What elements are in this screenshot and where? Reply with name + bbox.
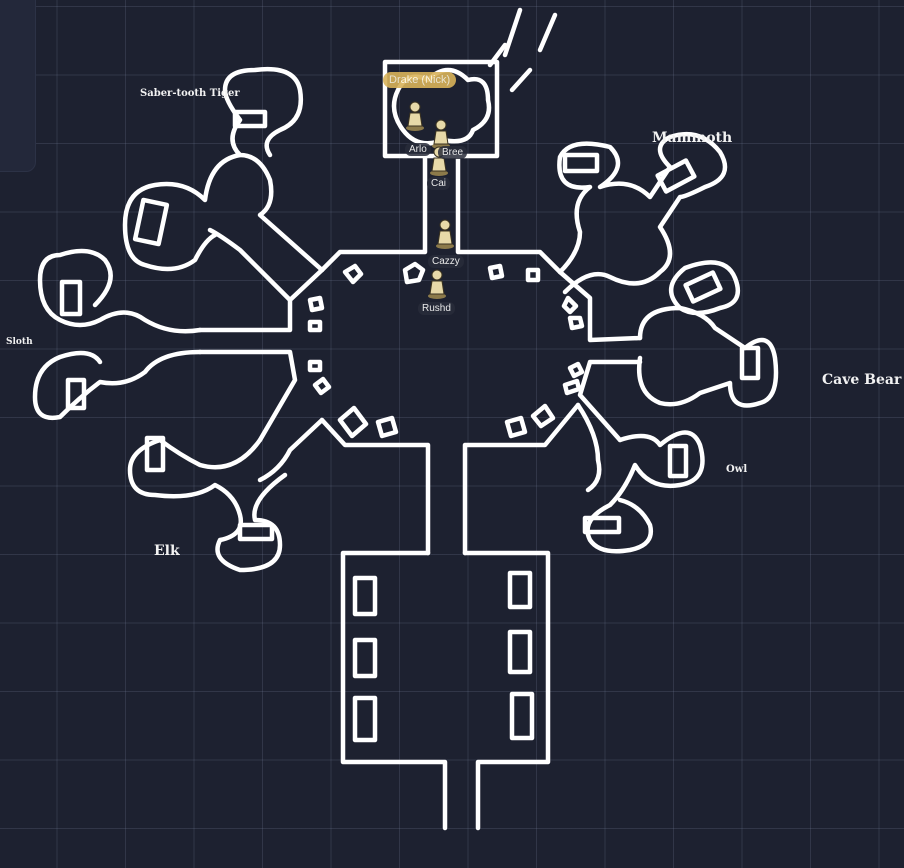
pillar bbox=[561, 295, 579, 315]
hall-wall-nw bbox=[197, 267, 325, 333]
pillar bbox=[337, 405, 369, 439]
tiger-alcove bbox=[232, 109, 268, 129]
room-label-owl: Owl bbox=[726, 464, 748, 475]
lower-alcove bbox=[352, 575, 378, 617]
side-panel[interactable] bbox=[0, 0, 36, 172]
player-token-cazzy[interactable] bbox=[434, 218, 456, 250]
lower-alcove bbox=[507, 570, 533, 610]
pillar bbox=[402, 261, 426, 285]
hall-wall-w bbox=[197, 349, 298, 443]
tiger-cave-wall-2 bbox=[122, 152, 243, 272]
tiger-cave-passage bbox=[207, 227, 293, 303]
sloth-alcove bbox=[59, 279, 83, 317]
token-label-arlo: Arlo bbox=[405, 143, 431, 156]
corridor-right-wall bbox=[455, 155, 563, 275]
bear-alcove bbox=[739, 345, 761, 381]
room-label-elk: Elk bbox=[154, 543, 180, 559]
mammoth-alcove bbox=[562, 152, 600, 174]
owl-cave-wall bbox=[585, 430, 705, 554]
mammoth-cave-wall bbox=[557, 131, 728, 295]
entry-dash-2 bbox=[487, 42, 508, 68]
bear-alcove bbox=[683, 270, 723, 304]
player-token-rushd[interactable] bbox=[426, 268, 448, 300]
entry-dash-1 bbox=[502, 7, 523, 58]
pillar bbox=[487, 263, 505, 281]
bear-cave-wall bbox=[636, 305, 779, 408]
corridor-left-wall bbox=[319, 155, 428, 273]
pillar bbox=[342, 263, 364, 285]
pillar bbox=[530, 403, 556, 429]
pillar bbox=[307, 319, 323, 333]
lower-alcove bbox=[507, 629, 533, 675]
owl-alcove bbox=[667, 443, 689, 479]
lower-building-right bbox=[462, 550, 551, 831]
owl-alcove bbox=[582, 515, 622, 535]
tiger-cave-wall bbox=[222, 66, 325, 273]
lower-alcove bbox=[509, 691, 535, 741]
sloth-alcove bbox=[65, 377, 87, 411]
token-label-bree: Bree bbox=[438, 146, 468, 159]
elk-alcove bbox=[144, 435, 166, 473]
owl-cave-passage bbox=[575, 402, 602, 493]
entry-dash-4 bbox=[509, 67, 533, 93]
lower-alcove bbox=[352, 695, 378, 743]
room-label-sloth: Sloth bbox=[6, 337, 33, 347]
elk-cave-passage bbox=[257, 417, 325, 483]
pillar bbox=[525, 267, 541, 283]
pillar bbox=[375, 415, 399, 439]
tiger-alcove bbox=[132, 197, 170, 247]
elk-cave-wall bbox=[127, 437, 288, 573]
room-label-cave-bear: Cave Bear bbox=[822, 372, 902, 388]
hall-wall-sw bbox=[319, 417, 431, 556]
pillar bbox=[307, 359, 323, 373]
token-label-rushd: Rushd bbox=[418, 302, 455, 315]
room-label-mammoth: Mammoth bbox=[652, 130, 733, 146]
entry-dash-3 bbox=[537, 12, 558, 53]
elk-alcove bbox=[237, 522, 275, 542]
mammoth-alcove bbox=[655, 158, 697, 194]
hall-wall-se bbox=[462, 402, 581, 556]
pillar bbox=[307, 295, 325, 313]
token-label-cazzy: Cazzy bbox=[428, 255, 464, 268]
pillar bbox=[567, 315, 585, 331]
lower-alcove bbox=[352, 637, 378, 679]
sloth-cave-wall bbox=[37, 248, 203, 334]
player-token-bree[interactable] bbox=[430, 118, 452, 150]
pillar bbox=[312, 376, 332, 396]
pillar bbox=[562, 378, 582, 396]
pillar bbox=[504, 415, 528, 439]
player-token-drake[interactable] bbox=[404, 100, 426, 132]
bear-cave-wall-2 bbox=[669, 260, 741, 316]
selected-token-label[interactable]: Drake (Nick) bbox=[383, 72, 457, 88]
pillar bbox=[567, 361, 585, 379]
sloth-cave-wall-2 bbox=[32, 349, 203, 421]
token-label-cai: Cai bbox=[427, 177, 451, 190]
room-label-saber-tooth-tiger: Saber-tooth Tiger bbox=[140, 88, 240, 99]
lower-building-left bbox=[340, 550, 448, 831]
hall-wall-e bbox=[577, 359, 643, 443]
